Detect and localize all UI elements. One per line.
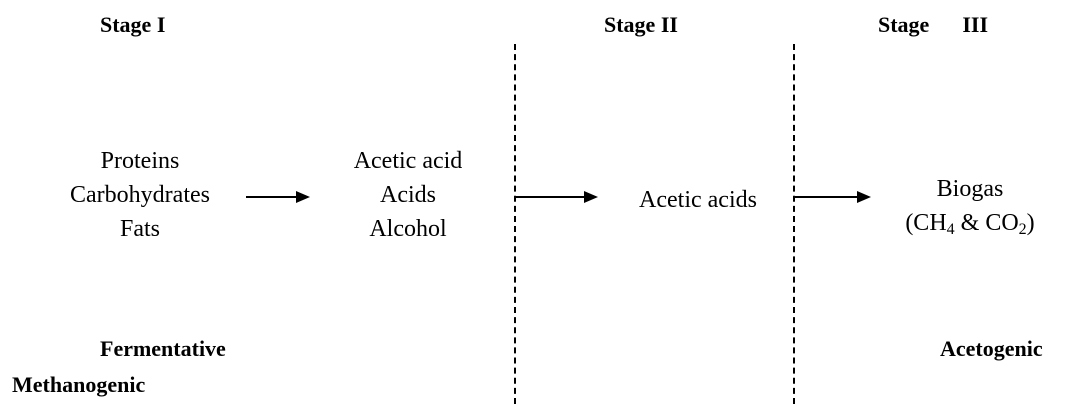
biogas-output: Biogas (CH4 & CO2) xyxy=(880,172,1060,240)
substrate-proteins: Proteins xyxy=(100,148,180,174)
arrow-acids-to-acetic-acids xyxy=(516,189,600,205)
biogas-formula: (CH4 & CO2) xyxy=(905,210,1035,238)
intermediate-list: Acetic acid Acids Alcohol xyxy=(318,144,498,246)
stage-3-heading: Stage III xyxy=(878,12,989,37)
substrate-fats: Fats xyxy=(119,216,160,242)
biogas-label: Biogas xyxy=(936,176,1004,202)
stage-2-product: Acetic acids xyxy=(610,183,786,217)
intermediate-acetic-acid: Acetic acid xyxy=(353,148,463,174)
stage-divider-1 xyxy=(514,44,516,404)
arrow-acetic-acids-to-biogas xyxy=(795,189,873,205)
product-acetic-acids: Acetic acids xyxy=(639,187,757,213)
substrate-carbohydrates: Carbohydrates xyxy=(70,182,210,208)
phase-fermentative: Fermentative xyxy=(100,336,226,361)
phase-methanogenic: Methanogenic xyxy=(12,372,146,397)
intermediate-alcohol: Alcohol xyxy=(369,216,447,242)
stage-2-heading: Stage II xyxy=(604,12,678,37)
arrow-substrates-to-acids xyxy=(246,189,312,205)
substrate-list: Proteins Carbohydrates Fats xyxy=(40,144,240,246)
phase-acetogenic: Acetogenic xyxy=(940,336,1043,361)
stage-divider-2 xyxy=(793,44,795,404)
stage-1-heading: Stage I xyxy=(100,12,166,37)
intermediate-acids: Acids xyxy=(380,182,436,208)
